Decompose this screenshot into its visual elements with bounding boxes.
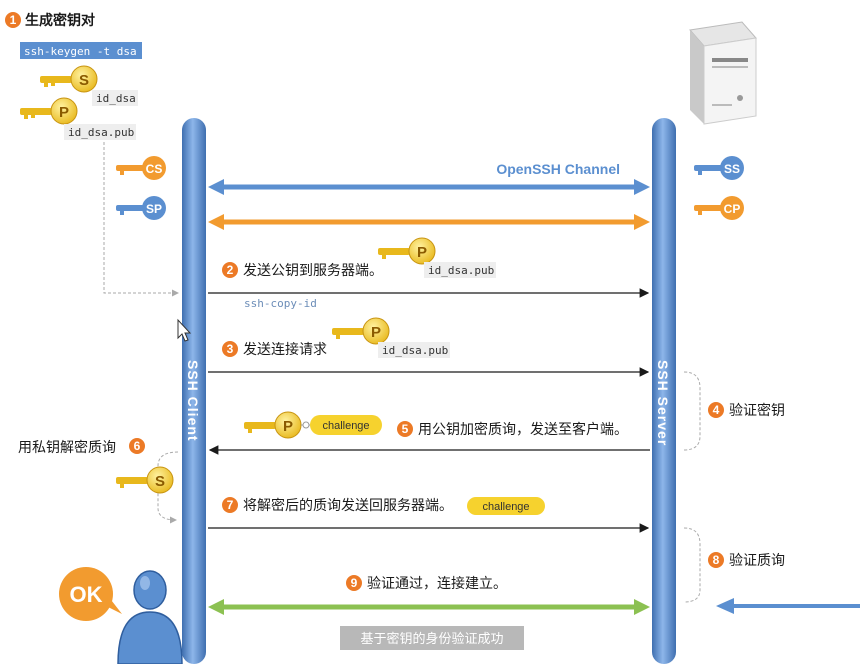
step7-badge [222, 497, 238, 513]
step8-badge [708, 552, 724, 568]
step7-challenge-label: challenge [482, 501, 529, 513]
step3-text: 发送连接请求 [243, 341, 327, 357]
step4-badge [708, 402, 724, 418]
step1-text: 生成密钥对 [25, 12, 95, 28]
step2-public-key-icon: P [378, 237, 436, 265]
step6-text: 用私钥解密质询 [18, 439, 116, 455]
step9-badge [346, 575, 362, 591]
server-ss-key-icon: SS [694, 156, 744, 180]
step7-group: 7 将解密后的质询发送回服务器端。 challenge [208, 495, 650, 533]
caption-text: 基于密钥的身份验证成功 [360, 631, 503, 646]
private-key-letter: S [79, 72, 89, 89]
step6-key-letter: S [155, 473, 165, 490]
server-cp-key-label: CP [724, 202, 741, 216]
cursor-icon [177, 318, 192, 342]
step6-number: 6 [134, 439, 141, 453]
step8-group: 8 验证质询 [683, 527, 860, 614]
public-key-icon: P [20, 97, 78, 125]
client-sp-key-label: SP [146, 202, 162, 216]
step6-group: 用私钥解密质询 6 S [18, 438, 179, 524]
client-sp-key-icon: SP [116, 196, 166, 220]
step5-number: 5 [402, 422, 409, 436]
file-id-dsa-pub: id_dsa.pub [68, 126, 134, 139]
user-avatar-icon [117, 570, 183, 665]
step5-badge [397, 421, 413, 437]
client-lifeline: SSH Client [182, 118, 206, 664]
client-cs-key-icon: CS [116, 156, 166, 180]
public-key-letter: P [59, 104, 69, 121]
step2-key-letter: P [417, 244, 427, 261]
step5-challenge-pill [310, 415, 382, 435]
client-cs-key-label: CS [146, 162, 163, 176]
step5-group: P challenge 5 用公钥加密质询，发送至客户端。 [208, 411, 650, 455]
step1-group: 1 生成密钥对 ssh-keygen -t dsa S id_dsa P id_… [5, 12, 142, 140]
step6-private-key-icon: S [116, 466, 174, 494]
step7-challenge-pill [465, 495, 547, 517]
step4-text: 验证密钥 [729, 402, 785, 418]
step6-badge [129, 438, 145, 454]
ssh-copy-id-command: ssh-copy-id [244, 297, 317, 310]
step8-number: 8 [713, 553, 720, 567]
server-lifeline: SSH Server [652, 118, 676, 664]
ok-label: OK [70, 582, 103, 607]
step8-text: 验证质询 [729, 552, 785, 568]
step5-public-key-icon: P [244, 411, 302, 439]
step4-group: 4 验证密钥 [683, 371, 785, 451]
server-lifeline-label: SSH Server [655, 360, 671, 446]
client-lifeline-label: SSH Client [185, 360, 201, 442]
step2-file: id_dsa.pub [428, 264, 494, 277]
file-id-dsa: id_dsa [96, 92, 136, 105]
server-ss-key-label: SS [724, 162, 740, 176]
ok-bubble: OK [59, 567, 122, 621]
step1-number: 1 [10, 13, 17, 27]
step5-text: 用公钥加密质询，发送至客户端。 [418, 421, 628, 437]
step3-key-letter: P [371, 324, 381, 341]
step5-challenge-label: challenge [322, 420, 369, 432]
openssh-channel: OpenSSH Channel [208, 161, 650, 230]
step9-text: 验证通过，连接建立。 [367, 575, 507, 591]
step1-badge [5, 12, 21, 28]
private-key-icon: S [40, 65, 98, 93]
server-cp-key-icon: CP [694, 196, 744, 220]
step2-number: 2 [227, 263, 234, 277]
step2-group: 2 发送公钥到服务器端。 P id_dsa.pub ssh-copy-id [208, 237, 650, 310]
server-icon [689, 21, 757, 125]
step2-text: 发送公钥到服务器端。 [243, 262, 383, 278]
step9-group: 9 验证通过，连接建立。 [208, 575, 650, 615]
caption-box [340, 626, 524, 650]
openssh-channel-label: OpenSSH Channel [496, 161, 620, 177]
step3-file: id_dsa.pub [382, 344, 448, 357]
step3-number: 3 [227, 342, 234, 356]
keygen-command: ssh-keygen -t dsa [24, 45, 137, 58]
pubkey-connector [103, 142, 179, 297]
step5-key-letter: P [283, 418, 293, 435]
keygen-command-box [20, 42, 142, 59]
step7-number: 7 [227, 498, 234, 512]
step4-number: 4 [713, 403, 720, 417]
step9-number: 9 [351, 576, 358, 590]
step3-public-key-icon: P [332, 317, 390, 345]
step3-group: 3 发送连接请求 P id_dsa.pub [208, 317, 650, 377]
step7-text: 将解密后的质询发送回服务器端。 [243, 497, 453, 513]
step3-badge [222, 341, 238, 357]
step2-badge [222, 262, 238, 278]
